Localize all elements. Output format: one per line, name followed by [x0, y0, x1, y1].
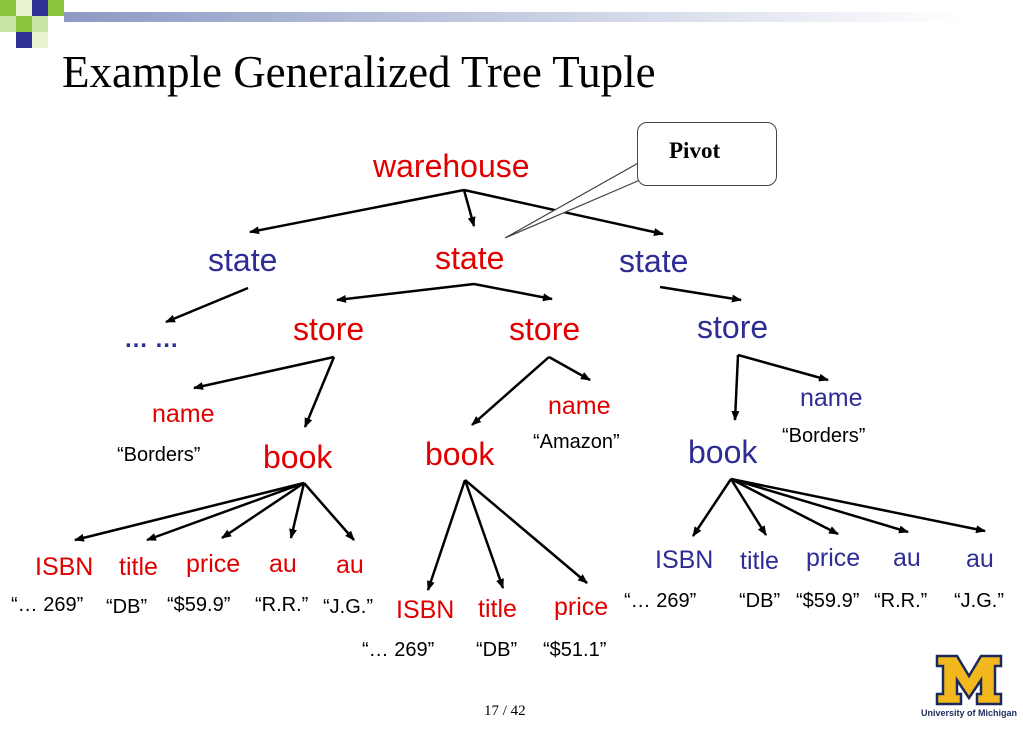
node-state-left: state	[208, 242, 278, 278]
value-title-c: “DB”	[739, 590, 781, 612]
value-name-a: “Borders”	[117, 444, 201, 466]
value-price-c: “$59.9”	[796, 590, 860, 612]
node-au1-c: au	[893, 544, 921, 572]
node-book-a: book	[263, 439, 333, 475]
node-title-c: title	[740, 547, 779, 575]
node-name-a: name	[152, 400, 215, 428]
value-title-b: “DB”	[476, 639, 518, 661]
node-name-b: name	[548, 392, 611, 420]
value-au2-c: “J.G.”	[954, 590, 1004, 612]
node-ellipsis: … …	[124, 326, 179, 353]
page-number: 17 / 42	[484, 703, 526, 719]
value-isbn-a: “… 269”	[11, 594, 84, 616]
node-title-b: title	[478, 595, 517, 623]
block-m-icon	[935, 654, 1003, 706]
value-price-a: “$59.9”	[167, 594, 231, 616]
value-price-b: “$51.1”	[543, 639, 607, 661]
node-isbn-c: ISBN	[655, 546, 714, 574]
node-book-c: book	[688, 434, 758, 470]
slide-title: Example Generalized Tree Tuple	[62, 47, 656, 97]
value-au2-a: “J.G.”	[323, 596, 373, 618]
node-au2-c: au	[966, 545, 994, 573]
pivot-callout-box	[637, 122, 777, 186]
node-state-right: state	[619, 243, 689, 279]
value-name-b: “Amazon”	[533, 431, 620, 453]
node-isbn-a: ISBN	[35, 553, 94, 581]
node-au1-a: au	[269, 550, 297, 578]
value-title-a: “DB”	[106, 596, 148, 618]
pivot-label: Pivot	[669, 138, 721, 163]
node-store-b: store	[509, 311, 581, 347]
node-store-a: store	[293, 311, 365, 347]
logo-text: University of Michigan	[920, 708, 1018, 718]
node-book-b: book	[425, 436, 495, 472]
value-isbn-b: “… 269”	[362, 639, 435, 661]
node-title-a: title	[119, 553, 158, 581]
node-isbn-b: ISBN	[396, 596, 455, 624]
node-au2-a: au	[336, 551, 364, 579]
node-price-b: price	[554, 593, 609, 621]
node-price-c: price	[806, 544, 861, 572]
university-logo: University of Michigan	[921, 652, 1017, 722]
node-store-c: store	[697, 309, 769, 345]
value-name-c: “Borders”	[782, 425, 866, 447]
value-isbn-c: “… 269”	[624, 590, 697, 612]
node-state-mid: state	[435, 240, 505, 276]
node-name-c: name	[800, 384, 863, 412]
node-price-a: price	[186, 550, 241, 578]
node-warehouse: warehouse	[373, 148, 530, 184]
value-au1-c: “R.R.”	[874, 590, 928, 612]
value-au1-a: “R.R.”	[255, 594, 309, 616]
